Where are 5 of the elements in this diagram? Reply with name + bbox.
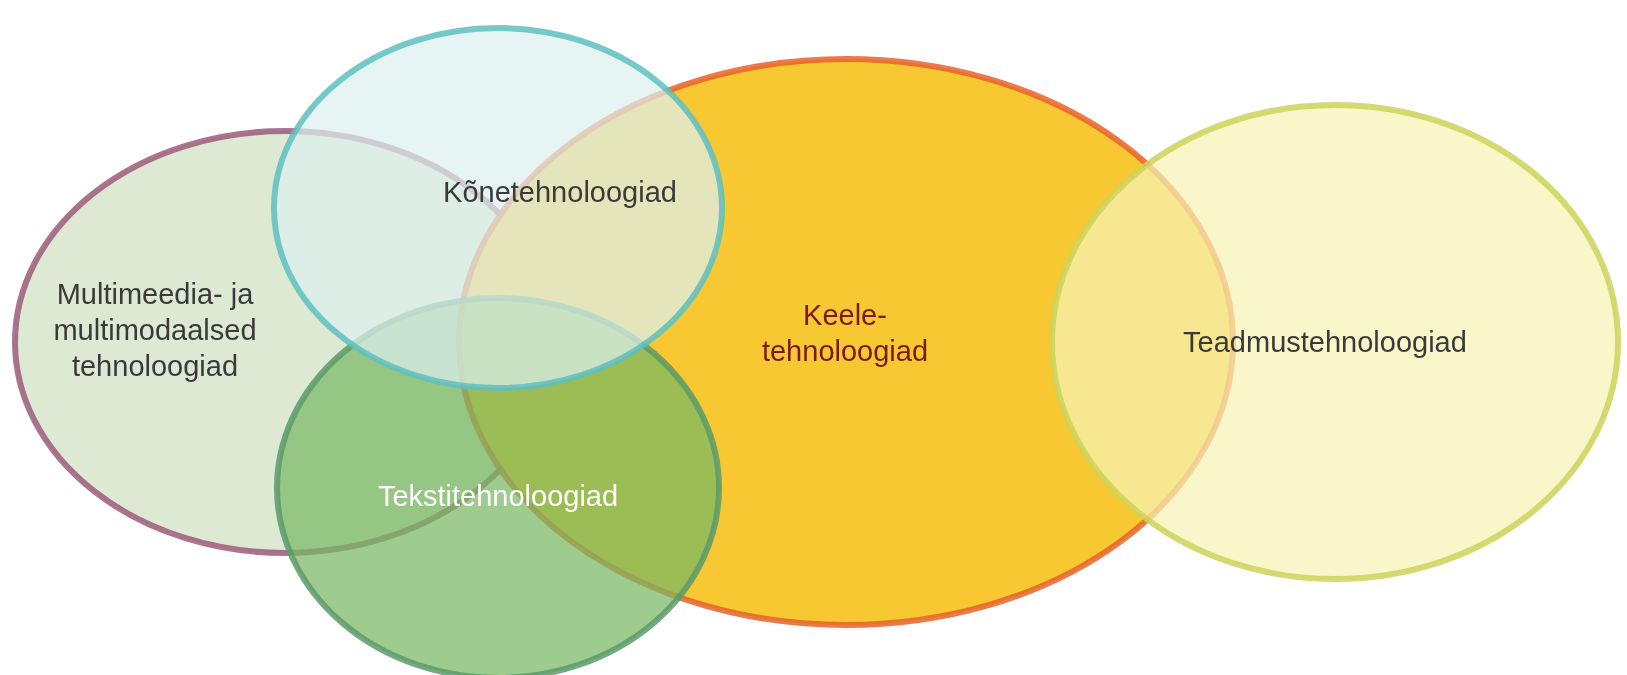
- ellipse-label: Multimeedia- ja multimodaalsed tehnoloogiad: [52, 277, 258, 384]
- ellipse-label: Tekstitehnoloogiad: [376, 479, 620, 514]
- ellipse-label: Teadmustehnoloogiad: [1182, 325, 1468, 360]
- ellipse-label: Keele- tehnoloogiad: [760, 298, 930, 369]
- ellipse-label: Kõnetehnoloogiad: [442, 175, 678, 210]
